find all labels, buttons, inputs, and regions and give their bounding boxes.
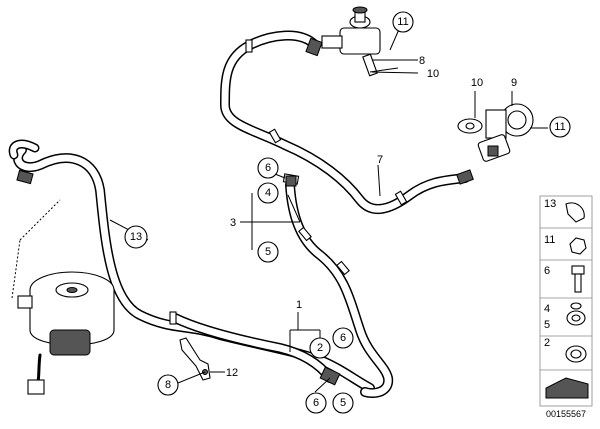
svg-text:2: 2	[317, 342, 323, 354]
legend-nut-icon	[569, 237, 587, 255]
diagram-number: 00155567	[546, 409, 586, 419]
svg-text:13: 13	[130, 231, 142, 243]
svg-text:6: 6	[313, 397, 319, 409]
svg-text:6: 6	[340, 332, 346, 344]
svg-text:8: 8	[165, 379, 171, 391]
svg-text:11: 11	[554, 121, 565, 133]
svg-text:5: 5	[340, 397, 346, 409]
legend-label-13: 13	[544, 198, 556, 210]
svg-text:11: 11	[397, 16, 408, 28]
callout-6-b: 6	[332, 327, 354, 349]
upper-valve	[321, 6, 399, 77]
legend-label-4: 4	[544, 303, 550, 315]
legend-label-5: 5	[544, 319, 550, 331]
callout-2: 2	[309, 337, 331, 359]
legend-bolt-icon	[571, 265, 585, 275]
svg-text:4: 4	[265, 187, 271, 199]
callout-6-c: 6	[305, 392, 327, 414]
callout-10-mid: 10	[471, 77, 483, 89]
callout-11-mid: 11	[549, 116, 571, 138]
air-pump	[11, 199, 115, 395]
svg-text:5: 5	[265, 246, 271, 258]
callout-1: 1	[296, 299, 302, 311]
callout-6-a: 6	[257, 157, 279, 179]
svg-text:6: 6	[265, 162, 271, 174]
callout-13: 13	[124, 225, 148, 249]
callout-7: 7	[377, 154, 383, 166]
callout-8-bottom: 8	[157, 374, 179, 396]
legend-label-6: 6	[544, 265, 550, 277]
callout-8-top: 8	[419, 55, 425, 67]
legend-wedge-icon	[545, 377, 589, 399]
hose-clamps	[16, 37, 474, 386]
callout-9: 9	[511, 77, 517, 89]
callout-3: 3	[230, 217, 236, 229]
callout-4: 4	[257, 182, 279, 204]
callout-5-a: 5	[257, 241, 279, 263]
callout-12: 12	[226, 367, 238, 379]
bracket-12	[179, 337, 211, 381]
legend-clamp-icon	[565, 202, 585, 223]
callout-11-top: 11	[392, 11, 414, 33]
callout-5-b: 5	[332, 392, 354, 414]
legend-label-2: 2	[544, 337, 550, 349]
callout-10-top: 10	[427, 68, 439, 80]
legend-label-11: 11	[544, 234, 555, 246]
legend-panel: 13 11 6 4 5 2	[539, 195, 593, 407]
right-valve	[457, 103, 534, 162]
leader-lines	[109, 26, 548, 393]
